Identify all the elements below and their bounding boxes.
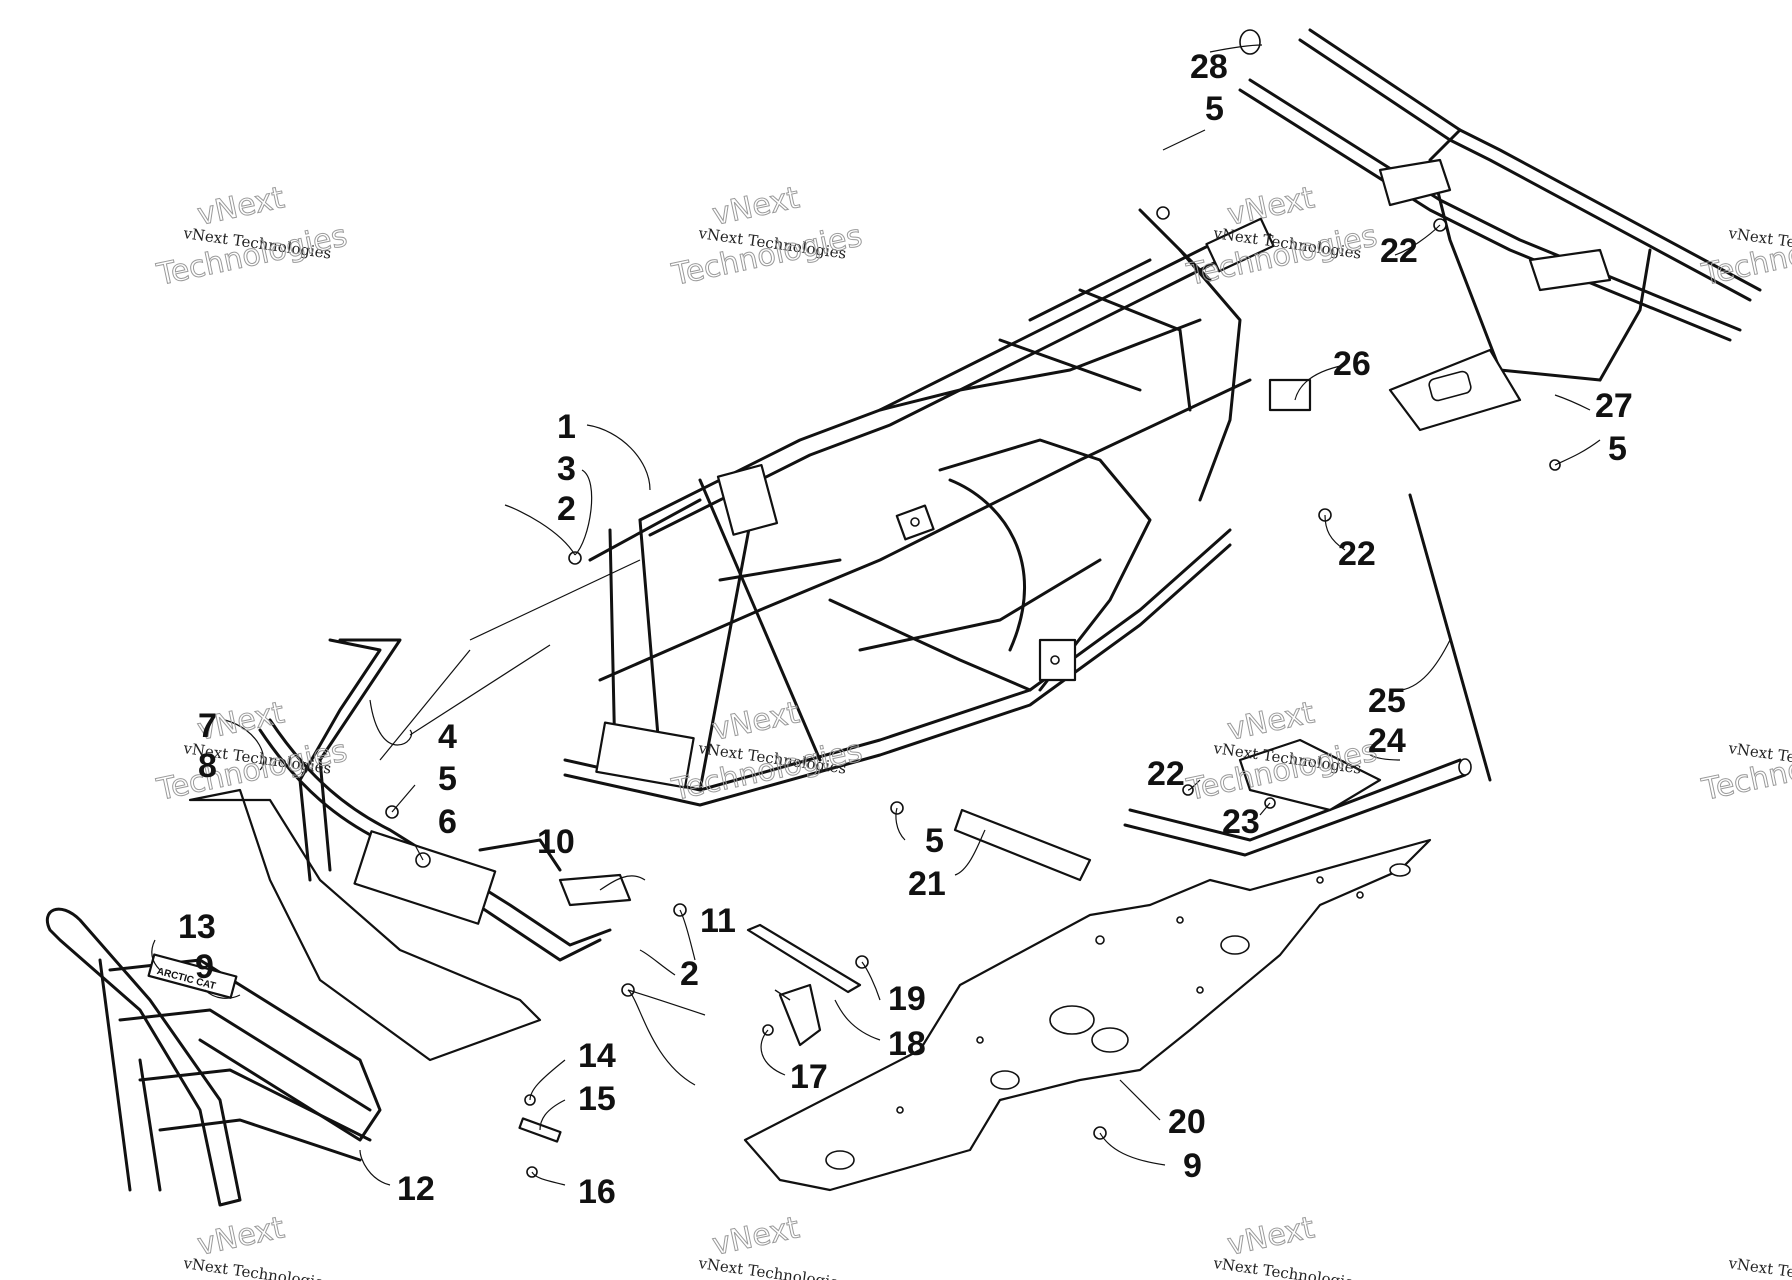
watermark: vNext Technologies Technologies — [1698, 218, 1792, 294]
watermark: vNext vNext Technologies — [181, 1210, 332, 1280]
callout-20: 20 — [1168, 1103, 1206, 1141]
watermark: vNext vNext Technologies Technologies — [153, 180, 351, 294]
callout-26: 26 — [1333, 345, 1371, 383]
callout-8: 8 — [198, 747, 217, 785]
callout-25: 25 — [1368, 682, 1406, 720]
main-frame — [563, 208, 1312, 807]
callout-28: 28 — [1190, 48, 1228, 86]
callout-16: 16 — [578, 1173, 616, 1211]
callout-9b: 9 — [1183, 1147, 1202, 1185]
brace — [746, 923, 862, 1047]
callout-6: 6 — [438, 803, 457, 841]
svg-text:Technologies: Technologies — [668, 734, 865, 809]
callout-5c: 5 — [1608, 430, 1627, 468]
callout-27: 27 — [1595, 387, 1633, 425]
footrest-bar — [1123, 738, 1472, 857]
callout-24: 24 — [1368, 722, 1406, 760]
callout-19: 19 — [888, 980, 926, 1018]
callout-21: 21 — [908, 865, 946, 903]
watermark: vNext vNext Technologies Technologies — [1183, 180, 1381, 294]
callout-5d: 5 — [1205, 90, 1224, 128]
svg-text:vNext: vNext — [194, 1210, 287, 1263]
callout-4: 4 — [438, 718, 457, 756]
decal-strip — [953, 808, 1092, 882]
callout-17: 17 — [790, 1058, 828, 1096]
watermark: vNext Technologies Technologies — [1698, 733, 1792, 809]
svg-text:vNext Technologies: vNext Technologies — [181, 1254, 332, 1280]
brush-guard: ARCTIC CAT — [45, 907, 382, 1207]
callout-labels: 1 3 2 4 5 6 7 8 13 9 10 11 2 12 14 15 16… — [178, 48, 1633, 1211]
svg-text:vNext: vNext — [1224, 695, 1317, 748]
callout-22c: 22 — [1380, 232, 1418, 270]
watermark: vNext Technologies — [1726, 1254, 1792, 1280]
svg-text:vNext Technologies: vNext Technologies — [696, 1254, 847, 1280]
callout-11: 11 — [700, 902, 736, 940]
svg-text:Technologies: Technologies — [153, 734, 350, 809]
svg-text:Technologies: Technologies — [1183, 219, 1380, 294]
callout-9: 9 — [195, 948, 214, 986]
svg-text:Technologies: Technologies — [668, 219, 865, 294]
watermark: vNext vNext Technologies — [696, 1210, 847, 1280]
svg-text:vNext: vNext — [709, 695, 802, 748]
callout-14: 14 — [578, 1037, 616, 1075]
callout-15: 15 — [578, 1080, 616, 1118]
rear-rack — [1238, 28, 1762, 432]
svg-text:Technologies: Technologies — [153, 219, 350, 294]
callout-5b: 5 — [925, 822, 944, 860]
watermark: vNext vNext Technologies Technologies — [153, 695, 351, 809]
callout-5: 5 — [438, 760, 457, 798]
leader-lines — [151, 44, 1601, 1186]
svg-text:vNext Technologies: vNext Technologies — [1726, 1254, 1792, 1280]
callout-7: 7 — [198, 707, 217, 745]
callout-10: 10 — [537, 823, 575, 861]
callout-22: 22 — [1147, 755, 1185, 793]
watermark: vNext vNext Technologies Technologies — [668, 695, 866, 809]
watermark: vNext vNext Technologies Technologies — [668, 180, 866, 294]
callout-3: 3 — [557, 450, 576, 488]
callout-22b: 22 — [1338, 535, 1376, 573]
svg-text:vNext: vNext — [1224, 180, 1317, 233]
svg-text:vNext: vNext — [709, 180, 802, 233]
rod — [1408, 493, 1492, 782]
callout-1: 1 — [557, 408, 576, 446]
callout-2: 2 — [557, 490, 576, 528]
svg-text:vNext Technologies: vNext Technologies — [1211, 1254, 1362, 1280]
callout-13: 13 — [178, 908, 216, 946]
svg-text:vNext: vNext — [709, 1210, 802, 1263]
callout-12: 12 — [397, 1170, 435, 1208]
callout-18: 18 — [888, 1025, 926, 1063]
watermark: vNext vNext Technologies — [1211, 1210, 1362, 1280]
svg-text:vNext: vNext — [1224, 1210, 1317, 1263]
svg-text:vNext: vNext — [194, 180, 287, 233]
callout-23: 23 — [1222, 803, 1260, 841]
callout-2b: 2 — [680, 955, 699, 993]
skid-plate — [743, 838, 1432, 1192]
front-bumper — [188, 638, 632, 1062]
